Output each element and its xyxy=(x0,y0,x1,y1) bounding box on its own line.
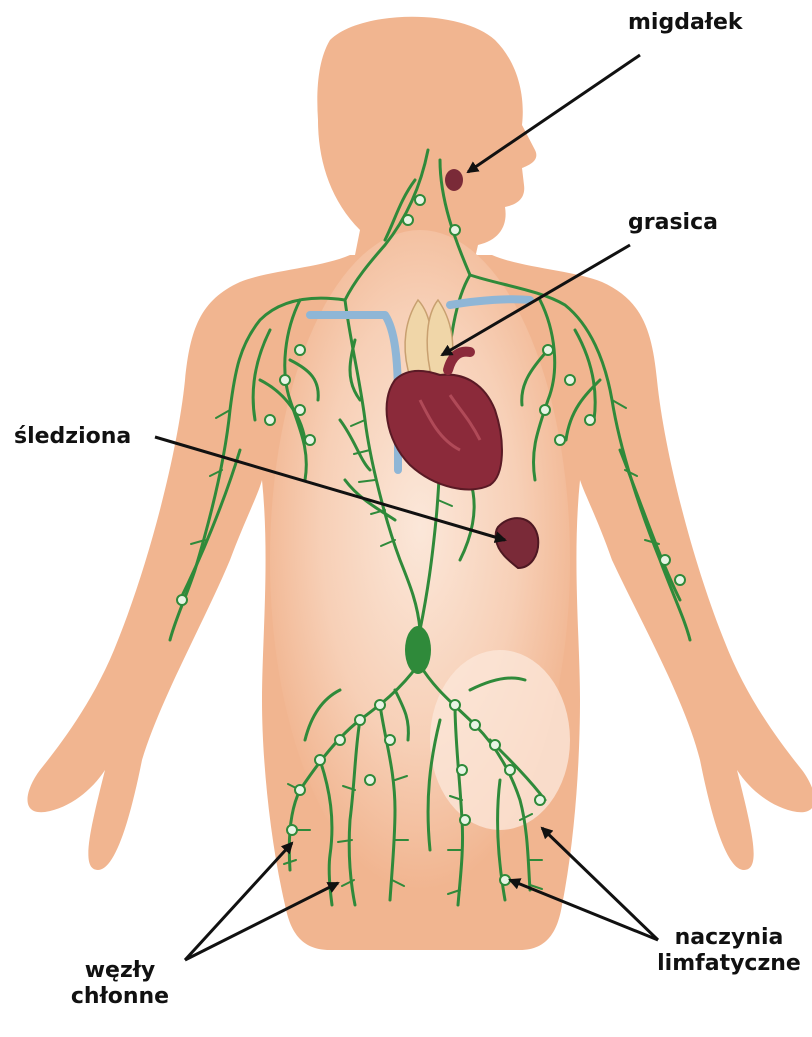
label-spleen: śledziona xyxy=(14,424,131,450)
label-lymph-nodes: węzły chłonne xyxy=(60,958,180,1010)
label-lymph-nodes-line2: chłonne xyxy=(60,984,180,1010)
label-lymphatic-vessels-line1: naczynia xyxy=(654,925,804,951)
label-lymph-nodes-line1: węzły xyxy=(60,958,180,984)
label-tonsil: migdałek xyxy=(628,10,743,36)
arrow-nodes-upper xyxy=(185,843,292,960)
tonsil xyxy=(445,169,463,191)
label-lymphatic-vessels-line2: limfatyczne xyxy=(654,951,804,977)
abdomen-highlight xyxy=(430,650,570,830)
cisterna-chyli xyxy=(405,626,431,674)
label-thymus: grasica xyxy=(628,210,718,236)
body-silhouette xyxy=(28,17,812,950)
label-lymphatic-vessels: naczynia limfatyczne xyxy=(654,925,804,977)
